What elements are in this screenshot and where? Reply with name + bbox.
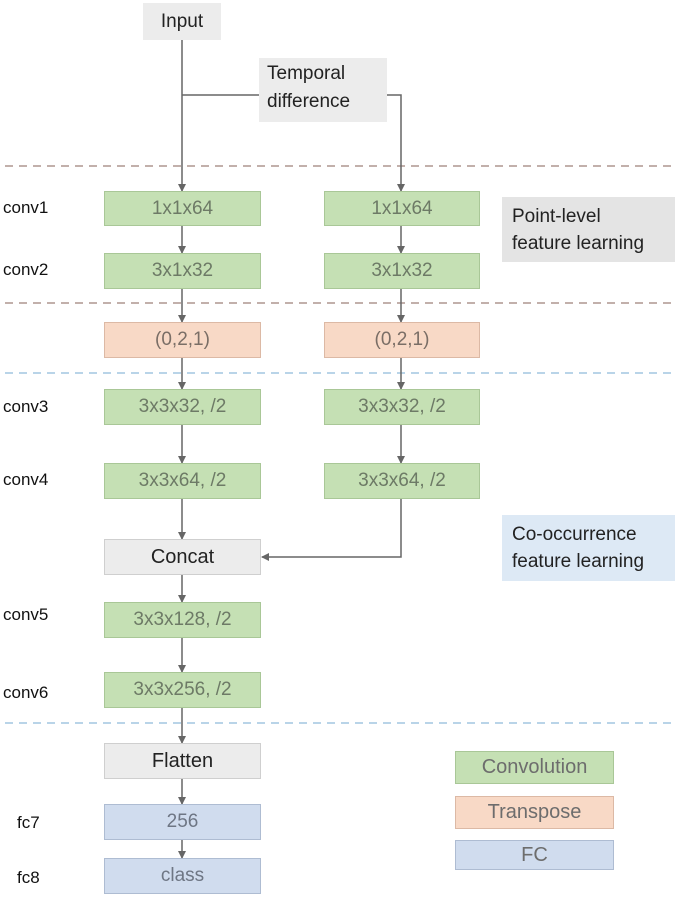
conv5-box: 3x3x128, /2 [104,602,261,638]
right-conv4-box: 3x3x64, /2 [324,463,480,499]
input-label: Input [160,10,204,32]
legend-convolution: Convolution [455,751,614,784]
fc7-box: 256 [104,804,261,840]
left-conv2-box: 3x1x32 [104,253,261,289]
temporal-difference-line-2: difference [267,91,351,112]
point-level-line-2: feature learning [512,233,645,254]
point-level-note: Point-level feature learning [502,197,675,262]
legend-transpose: Transpose [455,796,614,829]
conv6-box: 3x3x256, /2 [104,672,261,708]
temporal-difference-box: Temporal difference [259,58,387,122]
layer-label-fc7: fc7 [17,813,40,832]
arrow-right-conv4-concat [261,499,402,561]
fc8-box: class [104,858,261,894]
co-occurrence-line-2: feature learning [512,551,645,572]
co-occurrence-note: Co-occurrence feature learning [502,515,675,581]
layer-label-conv1: conv1 [3,198,49,217]
arrow-to-temporal-difference [182,94,405,192]
layer-label-conv4: conv4 [3,470,49,489]
point-level-line-1: Point-level [512,206,601,227]
input-box: Input [143,3,221,40]
right-conv2-box: 3x1x32 [324,253,480,289]
flatten-box: Flatten [104,743,261,779]
left-conv3-box: 3x3x32, /2 [104,389,261,425]
left-conv4-box: 3x3x64, /2 [104,463,261,499]
left-conv1-box: 1x1x64 [104,191,261,226]
legend-fc: FC [455,840,614,870]
layer-label-fc8: fc8 [17,868,40,887]
layer-label-conv5: conv5 [3,605,49,624]
layer-label-conv6: conv6 [3,683,49,702]
temporal-difference-line-1: Temporal [267,63,346,84]
co-occurrence-line-1: Co-occurrence [512,524,637,545]
right-conv1-box: 1x1x64 [324,191,480,226]
layer-label-conv3: conv3 [3,397,49,416]
left-transpose-box: (0,2,1) [104,322,261,358]
concat-box: Concat [104,539,261,575]
layer-label-conv2: conv2 [3,260,49,279]
right-transpose-box: (0,2,1) [324,322,480,358]
right-conv3-box: 3x3x32, /2 [324,389,480,425]
